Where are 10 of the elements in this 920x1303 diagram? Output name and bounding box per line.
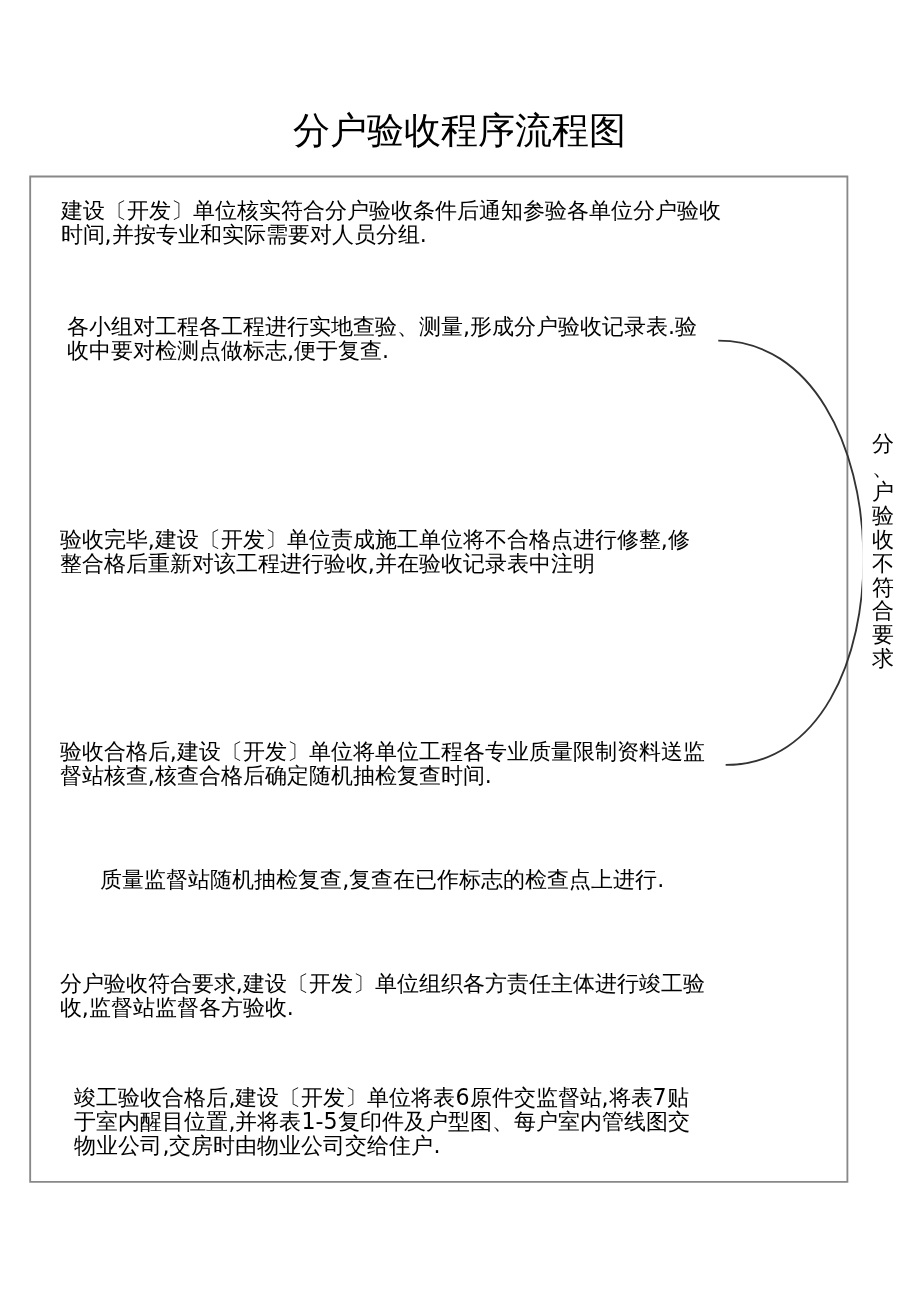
node-text: 竣工验收合格后,建设〔开发〕单位将表6原件交监督站,将表7贴于室内醒目位置,并将表1-5复印件及户型图、每户室内管线图交物业公司,交房时由物业公司交给住户. — [74, 1084, 690, 1159]
node-text: 分户验收符合要求,建设〔开发〕单位组织各方责任主体进行竣工验收,监督站监督各方验收. — [59, 970, 705, 1021]
node-text: 验收完毕,建设〔开发〕单位责成施工单位将不合格点进行修整,修整合格后重新对该工程进行验收,并在验收记录表中注明 — [59, 525, 690, 576]
node-text: 各小组对工程各工程进行实地查验、测量,形成分户验收记录表.验收中要对检测点做标志,便于复查. — [67, 313, 698, 364]
node-text: 验收合格后,建设〔开发〕单位将单位工程各专业质量限制资料送监督站核查,核查合格后确定随机抽检复查时间. — [59, 737, 705, 788]
cluster — [29, 175, 849, 1183]
node-text: 质量监督站随机抽检复查,复查在已作标志的检查点上进行. — [100, 865, 665, 892]
diagram-title: 分户验收程序流程图 — [293, 109, 627, 153]
edge-label: 分、户验收不符合要求 — [872, 429, 895, 672]
node-text: 建设〔开发〕单位核实符合分户验收条件后通知参验各单位分户验收时间,并按专业和实际需要对人员分组. — [60, 197, 721, 248]
